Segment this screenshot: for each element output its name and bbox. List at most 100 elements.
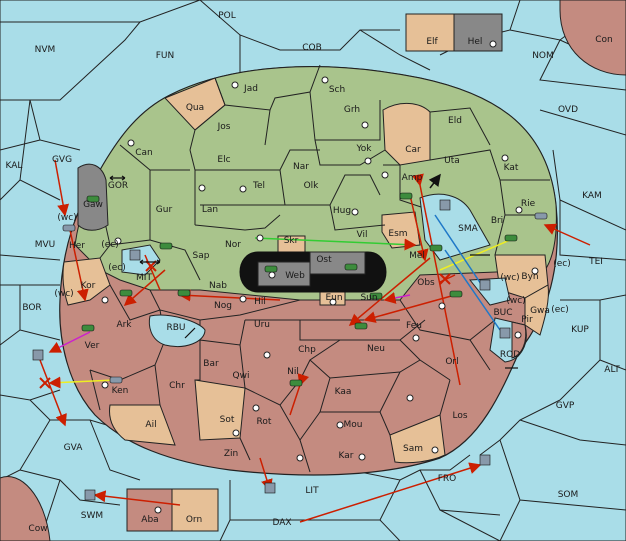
territory-ost-label: Ost bbox=[316, 255, 332, 265]
territory-ver-label: Ver bbox=[85, 341, 100, 351]
sea-mit-label: MIT bbox=[136, 273, 152, 283]
sea-nom-label: NOM bbox=[532, 51, 554, 61]
territory-nil-label: Nil bbox=[287, 367, 299, 377]
territory-chr-label: Chr bbox=[169, 381, 185, 391]
territory-borders bbox=[89, 64, 550, 473]
sea-dax-label: DAX bbox=[272, 518, 291, 528]
sea-wc-label: (wc) bbox=[54, 289, 73, 299]
territory-jos-label: Jos bbox=[217, 122, 231, 132]
territory-nar-label: Nar bbox=[293, 162, 309, 172]
sea-elf-label: Elf bbox=[426, 37, 438, 47]
territory-sun-label: Sun bbox=[360, 293, 377, 303]
territory-orn[interactable] bbox=[171, 488, 219, 532]
territory-kaa-label: Kaa bbox=[335, 387, 352, 397]
territory-hug-label: Hug bbox=[333, 206, 351, 216]
territory-gur-label: Gur bbox=[156, 205, 173, 215]
territory-uru-label: Uru bbox=[254, 320, 270, 330]
territory-byn-label: Byn bbox=[521, 272, 538, 282]
territory-neu-label: Neu bbox=[367, 344, 385, 354]
territory-olk-label: Olk bbox=[304, 181, 320, 191]
territory-web-label: Web bbox=[285, 271, 305, 281]
lake-rbu bbox=[148, 314, 206, 347]
territory-sam-label: Sam bbox=[403, 444, 423, 454]
territory-aba-label: Aba bbox=[141, 515, 158, 525]
territory-bri-label: Bri bbox=[491, 216, 503, 226]
territory-sot-label: Sot bbox=[220, 415, 235, 425]
sea-ec-label: (ec) bbox=[553, 259, 571, 269]
territory-gwa-label: Gwa bbox=[530, 306, 550, 316]
sea-fun-label: FUN bbox=[156, 51, 175, 61]
territory-ark-label: Ark bbox=[116, 320, 132, 330]
sea-alt-label: ALT bbox=[604, 365, 620, 375]
territory-feu-label: Feu bbox=[406, 321, 422, 331]
sea-fro-label: FRO bbox=[438, 474, 457, 484]
order-arrows bbox=[39, 159, 591, 523]
sea-buc-label: BUC bbox=[493, 308, 512, 318]
territory-sam[interactable] bbox=[389, 414, 446, 464]
sea-hel-label: Hel bbox=[468, 37, 483, 47]
territory-ail-label: Ail bbox=[145, 420, 156, 430]
territory-vil-label: Vil bbox=[357, 230, 368, 240]
territory-ail[interactable] bbox=[109, 404, 176, 446]
territory-eun-label: Eun bbox=[325, 293, 342, 303]
territory-kor[interactable] bbox=[62, 257, 111, 306]
sea-sma-label: SMA bbox=[458, 224, 478, 234]
territory-gwa[interactable] bbox=[524, 284, 549, 336]
sea-kam-label: KAM bbox=[582, 191, 602, 201]
sea-ec-label: (ec) bbox=[108, 263, 126, 273]
sea-kup-label: KUP bbox=[571, 325, 589, 335]
territory-elc-label: Elc bbox=[217, 155, 230, 165]
territory-aba[interactable] bbox=[126, 488, 173, 532]
fleet-unit bbox=[32, 199, 548, 501]
sea-wc-label: (wc) bbox=[500, 273, 519, 283]
lake-sma bbox=[419, 193, 491, 261]
territory-mou-label: Mou bbox=[344, 420, 363, 430]
territory-nor-label: Nor bbox=[225, 240, 241, 250]
sea-rod-label: ROD bbox=[500, 350, 520, 360]
territory-can-label: Can bbox=[135, 148, 153, 158]
sea-gvg-label: GVG bbox=[52, 155, 72, 165]
territory-gaw-label: Gaw bbox=[83, 200, 103, 210]
sea-rbu-label: RBU bbox=[166, 323, 185, 333]
sea-wc-label: (wc) bbox=[57, 213, 76, 223]
sea-ovd-label: OVD bbox=[558, 105, 578, 115]
sea-tei-label: TEI bbox=[588, 257, 603, 267]
supply-centers bbox=[101, 40, 539, 514]
territory-nab-label: Nab bbox=[209, 281, 227, 291]
territory-nog-label: Nog bbox=[214, 301, 232, 311]
convoy-connectors bbox=[109, 175, 518, 369]
sea-cob-label: COB bbox=[302, 43, 322, 53]
territory-pir[interactable] bbox=[511, 321, 527, 359]
territory-orl-label: Orl bbox=[445, 357, 458, 367]
territory-esm-label: Esm bbox=[388, 229, 407, 239]
sea-con-label: Con bbox=[595, 35, 613, 45]
sea-gor-label: GOR bbox=[108, 181, 128, 191]
sea-ec-label: (ec) bbox=[551, 305, 569, 315]
territory-tel-label: Tel bbox=[252, 181, 265, 191]
territory-chp-label: Chp bbox=[298, 345, 316, 355]
territory-los-label: Los bbox=[452, 411, 467, 421]
territory-sch-label: Sch bbox=[329, 85, 345, 95]
sea-mvu-label: MVU bbox=[35, 240, 56, 250]
territory-kar-label: Kar bbox=[339, 451, 354, 461]
sea-som-label: SOM bbox=[558, 490, 579, 500]
sea-wc-label: (wc) bbox=[506, 296, 525, 306]
territory-bar-label: Bar bbox=[203, 359, 219, 369]
territory-skr-label: Skr bbox=[284, 236, 299, 246]
territory-hil-label: Hil bbox=[254, 297, 266, 307]
territory-eld-label: Eld bbox=[448, 116, 462, 126]
territory-mel-label: Mel bbox=[409, 251, 425, 261]
territory-elf[interactable] bbox=[405, 13, 455, 52]
territory-grh-label: Grh bbox=[344, 105, 360, 115]
territory-uta-label: Uta bbox=[444, 156, 460, 166]
territory-qua-label: Qua bbox=[186, 103, 204, 113]
sea-bor-label: BOR bbox=[22, 303, 41, 313]
territory-car-label: Car bbox=[405, 145, 421, 155]
territory-lan-label: Lan bbox=[202, 205, 218, 215]
territory-zin-label: Zin bbox=[224, 449, 238, 459]
sea-nvm-label: NVM bbox=[35, 45, 56, 55]
sea-lit-label: LIT bbox=[305, 486, 319, 496]
territory-car[interactable] bbox=[382, 103, 431, 166]
